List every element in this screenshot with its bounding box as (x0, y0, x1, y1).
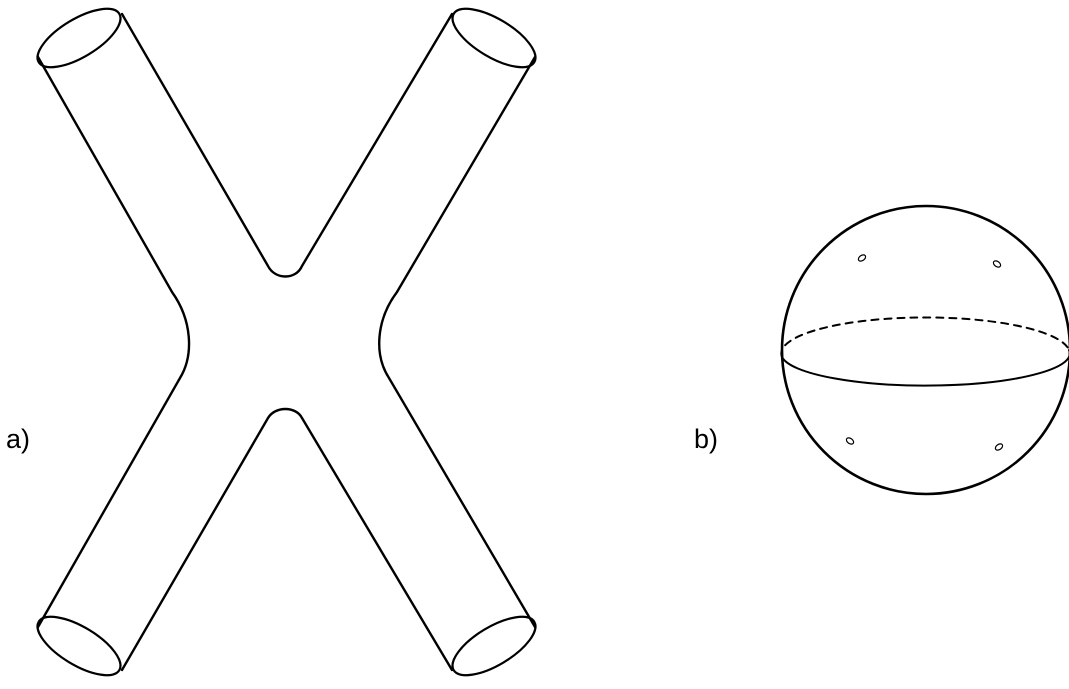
x-shaped-surface (36, 7, 537, 677)
sphere-outline (780, 204, 1069, 496)
panel-label-b: b) (694, 424, 719, 454)
puncture-bottom-right (994, 443, 1004, 451)
sphere (780, 204, 1069, 496)
puncture-top-left (857, 254, 867, 262)
tube-end-top-left (36, 7, 122, 69)
puncture-top-right (992, 260, 1002, 268)
equator-back (780, 316, 1069, 358)
puncture-bottom-left (845, 437, 855, 445)
outline-bottom-crotch (120, 407, 454, 672)
tube-end-bottom-left (36, 615, 122, 677)
panel-label-a: a) (6, 424, 31, 454)
tube-end-bottom-right (451, 615, 537, 677)
tube-end-top-right (451, 7, 537, 69)
outline-top-crotch (120, 12, 454, 278)
outline-right (378, 55, 537, 629)
outline-left (36, 55, 191, 629)
equator-front (781, 349, 1069, 387)
